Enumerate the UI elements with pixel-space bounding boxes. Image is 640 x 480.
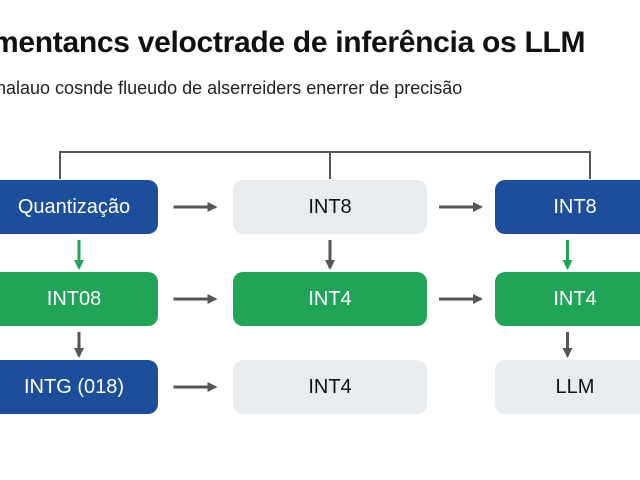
- node-int8-right[interactable]: INT8: [495, 180, 640, 234]
- page-title: mentancs veloctrade de inferência os LLM: [0, 26, 586, 59]
- node-intg-018[interactable]: INTG (018): [0, 360, 158, 414]
- node-int4-middle[interactable]: INT4: [233, 272, 427, 326]
- node-int8-middle[interactable]: INT8: [233, 180, 427, 234]
- node-int4-right[interactable]: INT4: [495, 272, 640, 326]
- node-llm[interactable]: LLM: [495, 360, 640, 414]
- top-bracket-connector: [59, 151, 591, 179]
- node-quantizacao[interactable]: Quantização: [0, 180, 158, 234]
- page-subtitle: nalauo cosnde flueudo de alserreiders en…: [0, 78, 463, 98]
- node-int4-bottom[interactable]: INT4: [233, 360, 427, 414]
- node-int08[interactable]: INT08: [0, 272, 158, 326]
